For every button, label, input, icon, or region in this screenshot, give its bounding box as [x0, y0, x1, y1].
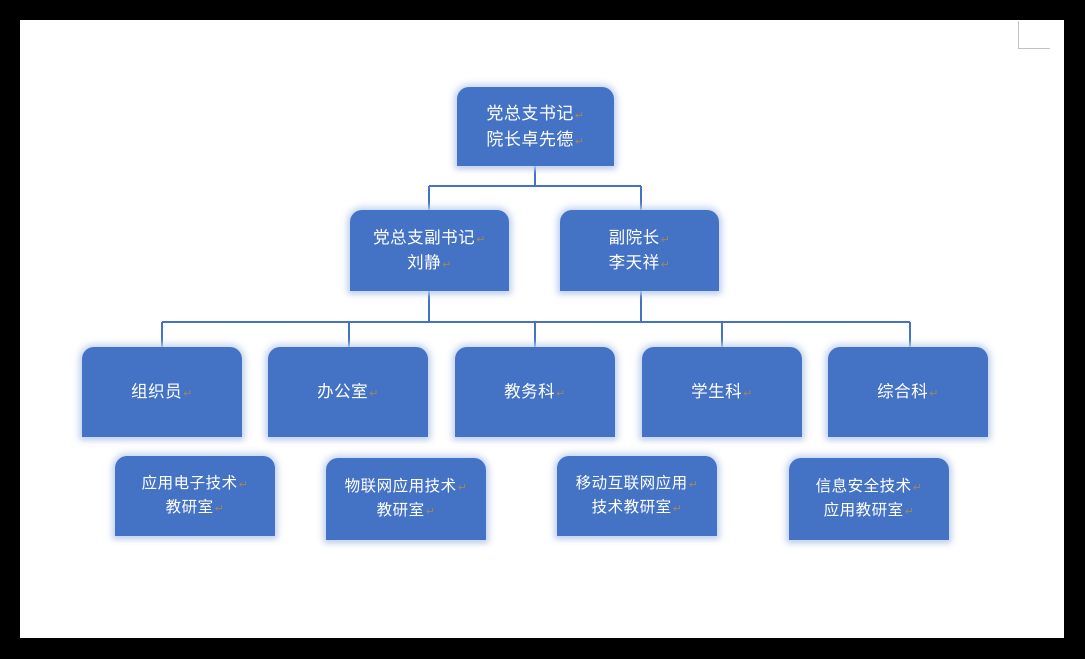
- node-department-general-affairs-label: 综合科↵: [877, 382, 939, 401]
- node-deputy-party-secretary[interactable]: 党总支副书记↵刘静↵: [350, 210, 509, 291]
- organization-chart: 党总支书记↵院长卓先德↵ 党总支副书记↵刘静↵ 副院长↵李天祥↵ 组织员↵ 办公…: [20, 20, 1064, 638]
- node-department-general-affairs[interactable]: 综合科↵: [828, 347, 988, 437]
- node-deputy-party-secretary-label: 党总支副书记↵刘静↵: [373, 228, 486, 272]
- node-office-information-security-label: 信息安全技术↵应用教研室↵: [815, 477, 923, 519]
- node-office-applied-electronics[interactable]: 应用电子技术↵教研室↵: [115, 456, 275, 536]
- document-page: 党总支书记↵院长卓先德↵ 党总支副书记↵刘静↵ 副院长↵李天祥↵ 组织员↵ 办公…: [20, 20, 1064, 638]
- node-department-organizer-label: 组织员↵: [131, 382, 193, 401]
- node-department-office-label: 办公室↵: [317, 382, 379, 401]
- node-department-organizer[interactable]: 组织员↵: [82, 347, 242, 437]
- node-department-academic-affairs[interactable]: 教务科↵: [455, 347, 615, 437]
- node-department-academic-affairs-label: 教务科↵: [504, 382, 566, 401]
- node-office-mobile-internet-label: 移动互联网应用↵技术教研室↵: [575, 474, 699, 516]
- node-office-iot-application[interactable]: 物联网应用技术↵教研室↵: [326, 458, 486, 540]
- node-president-label: 党总支书记↵院长卓先德↵: [486, 104, 585, 149]
- node-office-mobile-internet[interactable]: 移动互联网应用↵技术教研室↵: [557, 456, 717, 536]
- node-office-information-security[interactable]: 信息安全技术↵应用教研室↵: [789, 458, 949, 540]
- node-department-student-affairs-label: 学生科↵: [691, 382, 753, 401]
- node-office-applied-electronics-label: 应用电子技术↵教研室↵: [141, 474, 249, 516]
- node-vice-dean-label: 副院长↵李天祥↵: [608, 228, 671, 272]
- node-department-office[interactable]: 办公室↵: [268, 347, 428, 437]
- node-president[interactable]: 党总支书记↵院长卓先德↵: [457, 87, 614, 166]
- node-vice-dean[interactable]: 副院长↵李天祥↵: [560, 210, 719, 291]
- node-office-iot-application-label: 物联网应用技术↵教研室↵: [344, 477, 468, 519]
- page-margin-marker-icon: [1018, 21, 1050, 49]
- node-department-student-affairs[interactable]: 学生科↵: [642, 347, 802, 437]
